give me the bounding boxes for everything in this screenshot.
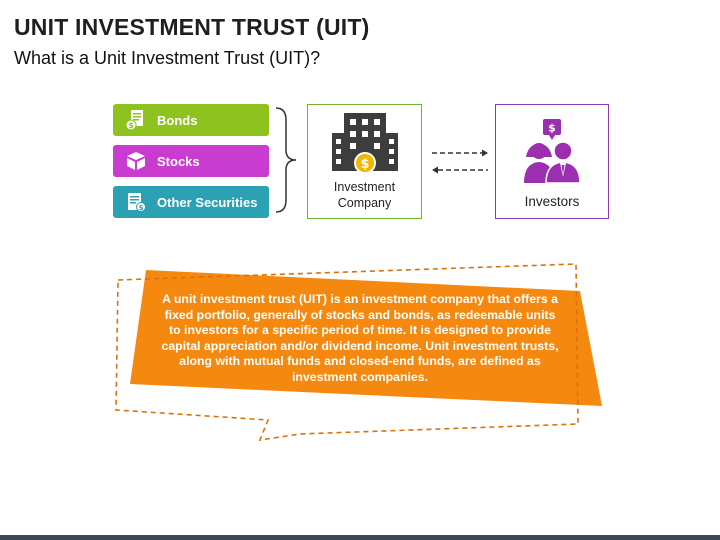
stocks-label: Stocks [157, 153, 200, 169]
investors-box: $ Investors [495, 104, 609, 219]
other-securities-pill: $ Other Securities [113, 186, 269, 218]
svg-text:$: $ [139, 204, 144, 212]
stocks-pill: Stocks [113, 145, 269, 177]
bonds-label: Bonds [157, 112, 198, 128]
document-icon: $ [125, 191, 147, 213]
stocks-box-icon [125, 150, 147, 172]
slide-subtitle: What is a Unit Investment Trust (UIT)? [14, 48, 321, 68]
exchange-arrows [432, 149, 488, 174]
investors-icon: $ [524, 119, 581, 183]
footer-bar [0, 535, 720, 540]
svg-text:$: $ [128, 121, 134, 130]
description-text: A unit investment trust (UIT) is an inve… [161, 292, 559, 384]
office-building-icon: $ [332, 113, 398, 174]
slide-title: UNIT INVESTMENT TRUST (UIT) [14, 14, 370, 40]
investment-company-box: $ Investment Company [307, 104, 422, 219]
bond-certificate-icon: $ [125, 109, 147, 131]
grouping-brace [275, 107, 297, 213]
investment-company-label: Investment Company [333, 180, 396, 210]
description-callout [115, 263, 602, 441]
coin-symbol: $ [360, 157, 369, 172]
other-securities-label: Other Securities [157, 194, 258, 210]
investors-label: Investors [524, 194, 580, 209]
dollar-badge: $ [548, 122, 556, 135]
bonds-pill: $ Bonds [113, 104, 269, 136]
